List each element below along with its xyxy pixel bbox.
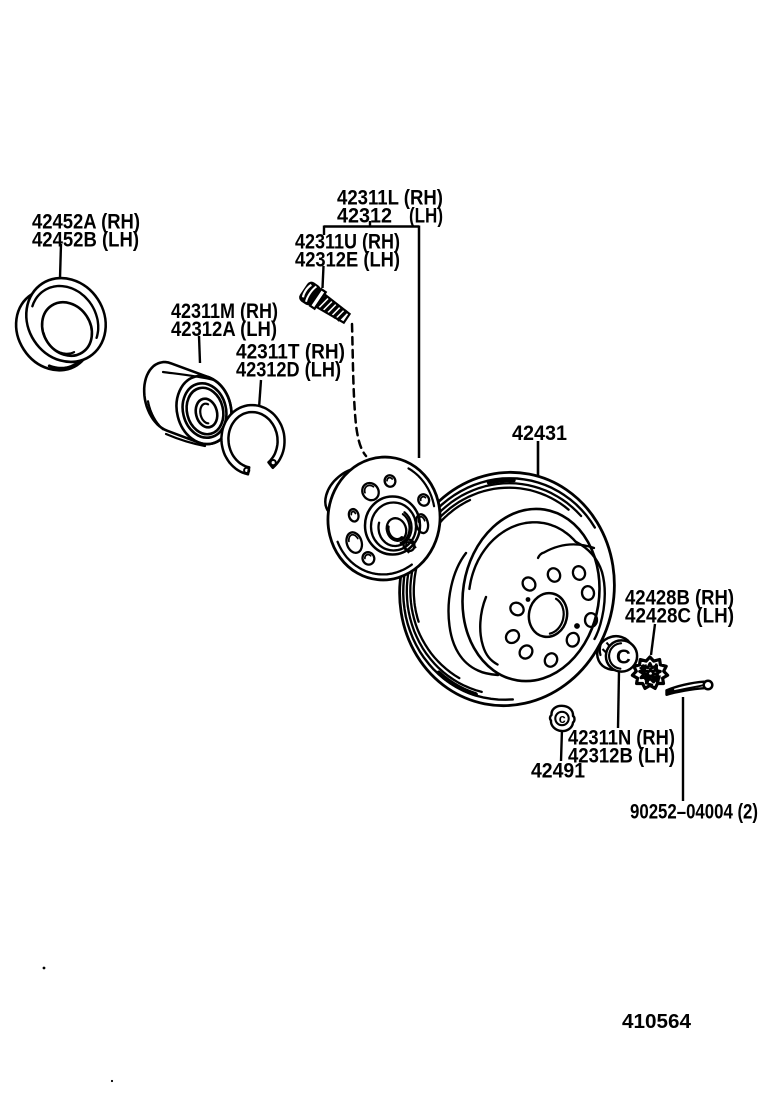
svg-text:42431: 42431 xyxy=(512,422,567,445)
svg-text:42428C (LH): 42428C (LH) xyxy=(625,604,734,627)
svg-text:42452B (LH): 42452B (LH) xyxy=(32,229,139,252)
svg-text:42428B (RH): 42428B (RH) xyxy=(625,586,734,609)
svg-text:42312E (LH): 42312E (LH) xyxy=(295,248,400,271)
svg-text:42311T (RH): 42311T (RH) xyxy=(236,340,345,363)
svg-text:42312: 42312 xyxy=(337,204,392,227)
svg-text:42311U (RH): 42311U (RH) xyxy=(295,230,400,253)
svg-text:42452A (RH): 42452A (RH) xyxy=(32,211,140,234)
svg-text:42312A (LH): 42312A (LH) xyxy=(171,318,277,341)
svg-text:42312D (LH): 42312D (LH) xyxy=(236,358,341,381)
svg-text:42311M (RH): 42311M (RH) xyxy=(171,300,278,323)
svg-text:90252–04004 (2): 90252–04004 (2) xyxy=(630,800,758,823)
svg-text:410564: 410564 xyxy=(622,1011,692,1033)
svg-text:c: c xyxy=(559,712,566,726)
svg-text:42311L (RH): 42311L (RH) xyxy=(337,186,443,209)
svg-text:C: C xyxy=(616,646,631,669)
svg-text:42311N (RH): 42311N (RH) xyxy=(568,726,675,749)
svg-text:42312B (LH): 42312B (LH) xyxy=(568,744,675,767)
svg-text:(LH): (LH) xyxy=(409,204,443,227)
svg-text:42491: 42491 xyxy=(531,759,585,782)
